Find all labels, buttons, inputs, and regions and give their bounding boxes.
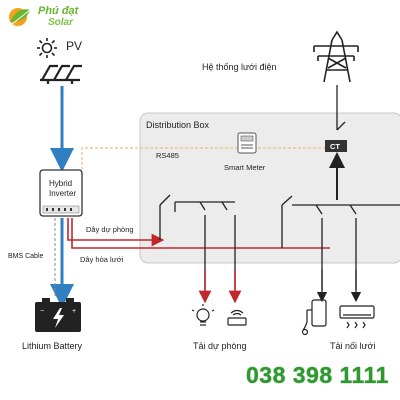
sun-leaf-icon (9, 8, 31, 26)
hybrid-inverter-icon (39, 169, 83, 217)
grid-wire-line (71, 218, 330, 249)
battery-icon: − + (35, 298, 81, 332)
backup-load-label: Tải dự phòng (193, 341, 247, 351)
smart-meter-icon (237, 132, 257, 154)
svg-text:+: + (72, 308, 76, 315)
grid-label: Hệ thống lưới điện (202, 62, 276, 72)
bms-cable-label: BMS Cable (8, 253, 44, 260)
grid-load-label: Tải nối lưới (330, 341, 375, 351)
distribution-box (139, 112, 400, 264)
brand-name-line1: Phú đạt (38, 5, 79, 17)
inverter-label-line2: Inverter (49, 189, 76, 198)
backup-wire-line (67, 218, 165, 247)
smart-meter-label: Smart Meter (224, 163, 266, 172)
distribution-box-label: Distribution Box (146, 120, 210, 130)
sun-icon (37, 38, 57, 58)
router-icon (227, 309, 247, 326)
phone-number: 038 398 1111 (246, 362, 389, 388)
grid-wire-label: Dây hòa lưới (80, 255, 124, 264)
svg-text:−: − (40, 308, 44, 315)
rs485-line (81, 147, 240, 175)
transmission-tower-icon (313, 30, 359, 83)
brand-name-line2: Solar (48, 17, 74, 28)
ct-box (325, 140, 347, 152)
rs485-label: RS485 (156, 151, 179, 160)
battery-label: Lithium Battery (22, 341, 83, 351)
water-heater-icon (301, 299, 327, 336)
solar-panel-icon (40, 64, 82, 84)
pv-label: PV (66, 39, 82, 53)
brand-name: Phú đạt Solar (38, 5, 79, 29)
inverter-label-line1: Hybrid (49, 179, 72, 188)
grid-switch (336, 121, 346, 131)
ct-label: CT (330, 142, 340, 151)
lightbulb-icon (191, 304, 215, 326)
backup-wire-label: Dây dự phòng (86, 225, 134, 234)
backup-breakers (159, 194, 236, 290)
air-conditioner-icon (339, 305, 375, 329)
